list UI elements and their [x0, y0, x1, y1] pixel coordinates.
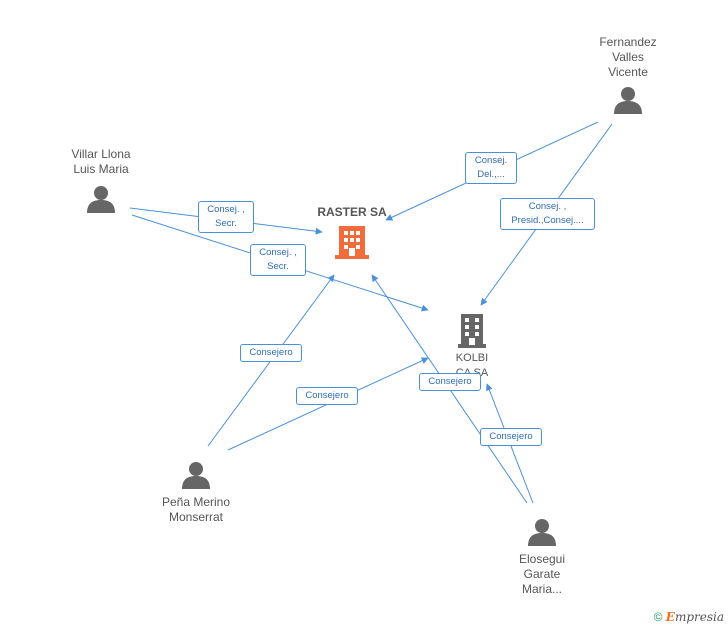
building-icon — [335, 226, 369, 259]
role-label-pena-kolbi[interactable]: Consejero — [296, 387, 358, 405]
footer-brand: © Empresia — [654, 610, 724, 624]
person-icon — [182, 462, 210, 489]
person-label: Peña Merino Monserrat — [161, 495, 231, 524]
person-fernandez[interactable]: Fernandez Valles Vicente — [586, 35, 670, 114]
role-label-fernandez-kolbi[interactable]: Consej. , Presid.,Consej.... — [500, 198, 595, 230]
person-icon — [87, 186, 115, 213]
role-label-fernandez-raster[interactable]: Consej. Del.,... — [465, 152, 517, 184]
person-pena[interactable]: Peña Merino Monserrat — [148, 461, 244, 525]
person-icon — [614, 87, 642, 114]
company-raster[interactable]: RASTER SA — [310, 205, 394, 260]
brand-logo: Empresia — [665, 610, 724, 624]
person-icon — [528, 519, 556, 546]
role-label-villar-kolbi[interactable]: Consej. , Secr. — [250, 244, 306, 276]
person-elosegui[interactable]: Elosegui Garate Maria... — [496, 518, 588, 597]
copyright-symbol: © — [653, 610, 663, 624]
person-label: Villar Llona Luis Maria — [71, 147, 131, 176]
role-label-elosegui-raster[interactable]: Consejero — [419, 373, 481, 391]
role-label-elosegui-kolbi[interactable]: Consejero — [480, 428, 542, 446]
person-villar[interactable]: Villar Llona Luis Maria — [56, 147, 146, 213]
company-label: RASTER SA — [317, 205, 387, 219]
company-kolbi[interactable]: KOLBI CA SA — [432, 313, 512, 381]
person-label: Elosegui Garate Maria... — [518, 552, 566, 596]
person-label: Fernandez Valles Vicente — [599, 35, 657, 79]
role-label-pena-raster[interactable]: Consejero — [240, 344, 302, 362]
building-icon — [458, 314, 486, 348]
role-label-villar-raster[interactable]: Consej. , Secr. — [198, 201, 254, 233]
